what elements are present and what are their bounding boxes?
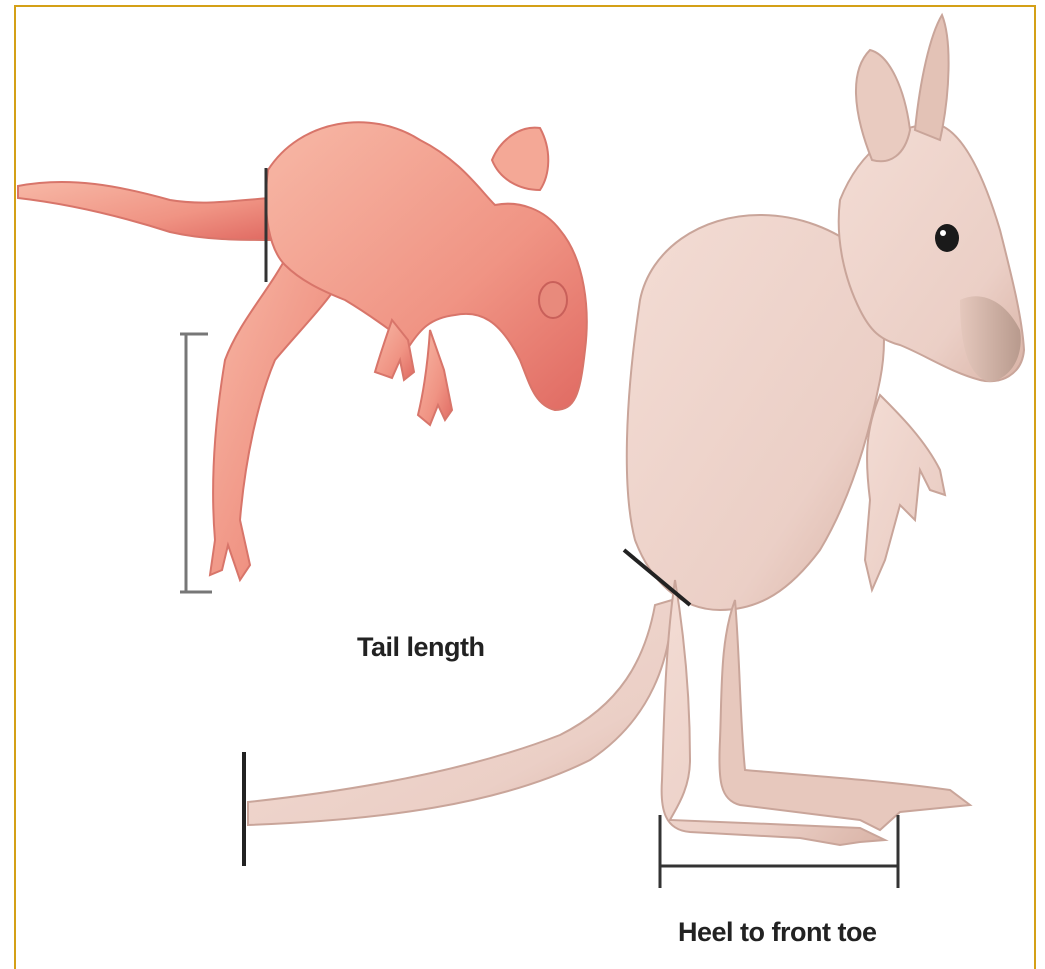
joey-eye xyxy=(539,282,567,318)
joey-foot-bracket xyxy=(180,334,212,592)
adult-ear xyxy=(915,15,949,140)
tail-length-label: Tail length xyxy=(357,632,485,663)
joey-tail xyxy=(18,182,272,240)
adult-ear xyxy=(856,50,910,161)
joey-ear xyxy=(492,128,548,190)
adult-front-arm xyxy=(865,395,945,590)
heel-to-front-toe-label: Heel to front toe xyxy=(678,917,877,948)
adult-eye xyxy=(935,224,959,252)
joey-hind-leg xyxy=(210,250,340,580)
joey-front-leg xyxy=(418,330,452,425)
joey-figure xyxy=(18,122,587,580)
adult-hind-leg xyxy=(719,600,970,830)
